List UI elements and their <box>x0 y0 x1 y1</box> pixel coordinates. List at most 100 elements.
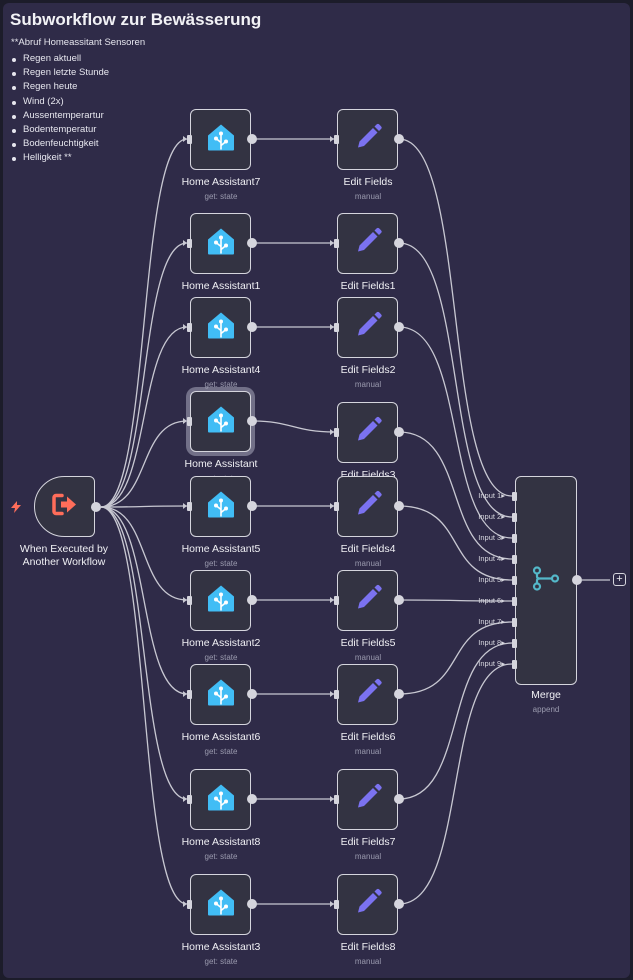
node-input-port[interactable] <box>334 323 339 332</box>
trigger-output-port[interactable] <box>91 502 101 512</box>
node-output-port[interactable] <box>247 595 257 605</box>
node-input-port[interactable] <box>334 795 339 804</box>
node-input-port[interactable] <box>334 596 339 605</box>
edit-to-merge-connection <box>398 599 513 602</box>
node-output-port[interactable] <box>394 794 404 804</box>
merge-input-port[interactable] <box>512 618 517 627</box>
sticky-list-item: Regen letzte Stunde <box>11 66 109 80</box>
connection-arrow <box>183 136 187 142</box>
sticky-list-item: Regen heute <box>11 80 109 94</box>
node-input-port[interactable] <box>187 417 192 426</box>
node-input-port[interactable] <box>187 596 192 605</box>
merge-sublabel: append <box>532 705 560 714</box>
edit-fields-node[interactable] <box>337 874 398 935</box>
trigger-node[interactable] <box>34 476 95 537</box>
merge-input-label: Input 6▸ <box>478 596 505 605</box>
merge-input-port[interactable] <box>512 492 517 501</box>
merge-input-port[interactable] <box>512 513 517 522</box>
edit-to-merge-connection <box>398 621 513 695</box>
node-input-port[interactable] <box>334 135 339 144</box>
node-input-port[interactable] <box>334 502 339 511</box>
home-assistant-icon <box>206 677 236 712</box>
home-assistant-node[interactable] <box>190 297 251 358</box>
node-input-port[interactable] <box>334 428 339 437</box>
connection-arrow <box>330 597 334 603</box>
pencil-icon <box>354 227 382 260</box>
node-output-port[interactable] <box>394 689 404 699</box>
node-input-port[interactable] <box>187 795 192 804</box>
edit-fields-node[interactable] <box>337 213 398 274</box>
node-output-port[interactable] <box>247 322 257 332</box>
node-output-port[interactable] <box>247 689 257 699</box>
connection-arrow <box>330 691 334 697</box>
home-assistant-icon <box>206 887 236 922</box>
node-sublabel: get: state <box>204 747 238 756</box>
sticky-list: Regen aktuell Regen letzte Stunde Regen … <box>11 52 109 166</box>
edit-to-merge-connection <box>398 431 513 560</box>
edit-fields-node[interactable] <box>337 664 398 725</box>
add-node-button[interactable]: + <box>613 573 626 586</box>
edit-fields-node[interactable] <box>337 476 398 537</box>
node-output-port[interactable] <box>394 322 404 332</box>
node-label: Home Assistant2 <box>181 637 261 649</box>
node-output-port[interactable] <box>247 899 257 909</box>
edit-fields-node[interactable] <box>337 570 398 631</box>
trigger-to-ha-connection <box>100 506 188 905</box>
home-assistant-node[interactable] <box>190 391 251 452</box>
merge-input-port[interactable] <box>512 555 517 564</box>
connection-arrow <box>330 796 334 802</box>
node-output-port[interactable] <box>247 416 257 426</box>
node-output-port[interactable] <box>394 134 404 144</box>
node-output-port[interactable] <box>247 794 257 804</box>
node-output-port[interactable] <box>394 899 404 909</box>
node-input-port[interactable] <box>187 900 192 909</box>
merge-input-port[interactable] <box>512 534 517 543</box>
node-sublabel: get: state <box>204 380 238 389</box>
node-input-port[interactable] <box>187 690 192 699</box>
node-label: Home Assistant8 <box>181 836 261 848</box>
node-output-port[interactable] <box>247 134 257 144</box>
sticky-title: Subworkflow zur Bewässerung <box>10 10 262 29</box>
connection-arrow <box>183 503 187 509</box>
home-assistant-node[interactable] <box>190 213 251 274</box>
node-input-port[interactable] <box>334 239 339 248</box>
node-input-port[interactable] <box>334 900 339 909</box>
node-input-port[interactable] <box>187 323 192 332</box>
trigger-bolt-icon <box>11 500 21 518</box>
node-label: Edit Fields1 <box>340 280 396 292</box>
trigger-to-ha-connection <box>100 506 188 601</box>
node-input-port[interactable] <box>334 690 339 699</box>
node-sublabel: get: state <box>204 559 238 568</box>
trigger-to-ha-connection <box>100 138 188 508</box>
edit-fields-node[interactable] <box>337 402 398 463</box>
node-label: Edit Fields6 <box>340 731 396 743</box>
node-input-port[interactable] <box>187 239 192 248</box>
merge-node[interactable] <box>515 476 577 685</box>
node-output-port[interactable] <box>394 427 404 437</box>
home-assistant-node[interactable] <box>190 570 251 631</box>
node-output-port[interactable] <box>247 238 257 248</box>
edit-to-merge-connection <box>398 138 513 497</box>
edit-fields-node[interactable] <box>337 297 398 358</box>
node-output-port[interactable] <box>247 501 257 511</box>
home-assistant-node[interactable] <box>190 109 251 170</box>
node-label: Home Assistant3 <box>181 941 261 953</box>
home-assistant-node[interactable] <box>190 874 251 935</box>
home-assistant-node[interactable] <box>190 664 251 725</box>
home-assistant-node[interactable] <box>190 769 251 830</box>
merge-input-port[interactable] <box>512 576 517 585</box>
node-input-port[interactable] <box>187 502 192 511</box>
home-assistant-node[interactable] <box>190 476 251 537</box>
edit-fields-node[interactable] <box>337 769 398 830</box>
node-input-port[interactable] <box>187 135 192 144</box>
edit-fields-node[interactable] <box>337 109 398 170</box>
merge-input-port[interactable] <box>512 660 517 669</box>
merge-input-port[interactable] <box>512 597 517 606</box>
merge-output-port[interactable] <box>572 575 582 585</box>
node-output-port[interactable] <box>394 238 404 248</box>
merge-input-port[interactable] <box>512 639 517 648</box>
node-output-port[interactable] <box>394 501 404 511</box>
connection-arrow <box>183 418 187 424</box>
node-output-port[interactable] <box>394 595 404 605</box>
